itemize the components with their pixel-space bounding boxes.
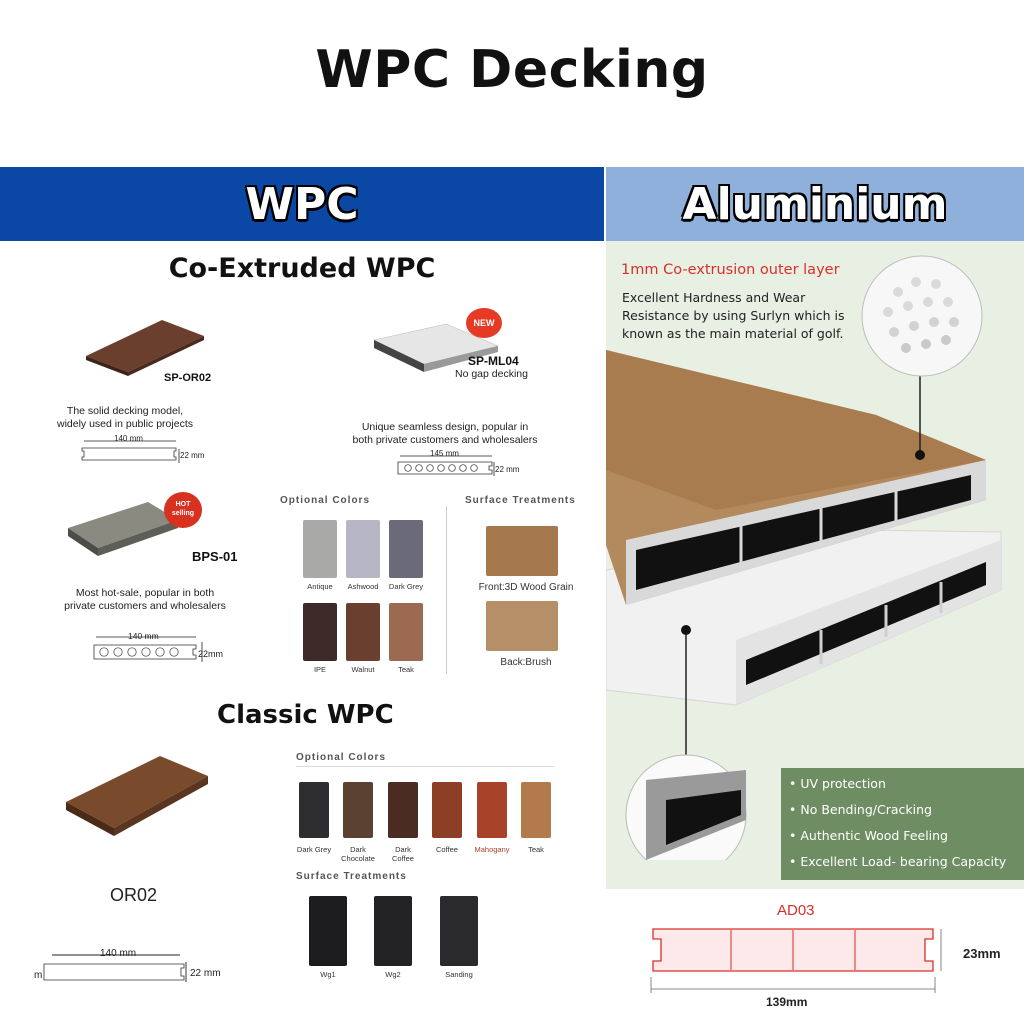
classic-swatch-dark-grey xyxy=(299,782,329,838)
features-box: • UV protection • No Bending/Cracking • … xyxy=(781,768,1024,880)
divider xyxy=(296,766,554,767)
aluminium-header: Aluminium xyxy=(606,167,1024,241)
surface-swatch-wg1 xyxy=(309,896,347,966)
color-name: Ashwood xyxy=(347,582,379,591)
wpc-header: WPC xyxy=(0,167,604,241)
sp-or02-board-image xyxy=(86,320,204,376)
profile-width: 139mm xyxy=(766,995,808,1009)
classic-swatch-mahogany xyxy=(477,782,507,838)
sp-ml04-dimension-drawing: 145 mm 22 mm xyxy=(396,449,536,480)
aluminium-board-image xyxy=(606,350,1002,860)
color-name: Walnut xyxy=(351,665,375,674)
co-extruded-optional-colors-title: Optional Colors xyxy=(280,495,370,506)
classic-swatch-dark-coffee xyxy=(388,782,418,838)
color-name: Dark Grey xyxy=(296,845,332,854)
co-extrusion-layer-description: Excellent Hardness and Wear Resistance b… xyxy=(622,290,845,341)
sp-or02-label: SP-OR02 xyxy=(164,372,212,384)
color-swatch-antique xyxy=(303,520,337,578)
sp-ml04-description: Unique seamless design, popular in both … xyxy=(352,421,538,446)
color-swatch-dark-grey xyxy=(389,520,423,578)
color-name: Teak xyxy=(398,665,414,674)
surface-name: Wg1 xyxy=(320,970,336,979)
co-extruded-surface-treatments-title: Surface Treatments xyxy=(465,495,576,506)
divider xyxy=(446,506,447,674)
feature-item: • UV protection xyxy=(789,776,886,791)
sp-or02-description: The solid decking model, widely used in … xyxy=(57,405,193,430)
surface-swatch-3d-wood-grain xyxy=(486,526,558,576)
new-badge: NEW xyxy=(466,308,502,338)
classic-swatch-coffee xyxy=(432,782,462,838)
surface-swatch-sanding xyxy=(440,896,478,966)
bps-01-description: Most hot-sale, popular in both private c… xyxy=(64,587,226,612)
classic-wpc-title: Classic WPC xyxy=(217,700,394,730)
bps-01-dimension-drawing: 140 mm 22mm xyxy=(92,630,242,666)
color-swatch-ashwood xyxy=(346,520,380,578)
sp-ml04-sublabel: No gap decking xyxy=(455,368,528,380)
feature-item: • Authentic Wood Feeling xyxy=(789,828,948,843)
surface-swatch-brush xyxy=(486,601,558,651)
color-swatch-walnut xyxy=(346,603,380,661)
sp-or02-dimension-drawing: 140 mm 22 mm xyxy=(80,434,260,470)
color-name: Mahogany xyxy=(474,845,510,854)
color-swatch-teak xyxy=(389,603,423,661)
classic-dimension-drawing: 140 mm 22 mm m xyxy=(34,948,221,982)
hot-selling-badge: HOT selling xyxy=(164,492,202,528)
ad03-profile-drawing xyxy=(650,928,942,993)
feature-item: • No Bending/Cracking xyxy=(789,802,932,817)
page-title: WPC Decking xyxy=(315,40,709,100)
golf-ball-image xyxy=(861,255,983,377)
classic-optional-colors-title: Optional Colors xyxy=(296,752,386,763)
color-name: Dark Grey xyxy=(388,582,424,591)
surface-name: Back:Brush xyxy=(500,657,552,668)
color-name: Coffee xyxy=(436,845,458,854)
classic-swatch-dark-chocolate xyxy=(343,782,373,838)
surface-name: Wg2 xyxy=(385,970,401,979)
bps-01-board-image xyxy=(68,502,178,556)
profile-height: 23mm xyxy=(963,946,1001,961)
feature-item: • Excellent Load- bearing Capacity xyxy=(789,854,1007,869)
color-name: Antique xyxy=(307,582,333,591)
classic-surface-treatments-title: Surface Treatments xyxy=(296,871,407,882)
classic-model-label: OR02 xyxy=(110,885,158,905)
color-swatch-ipe xyxy=(303,603,337,661)
co-extruded-title: Co-Extruded WPC xyxy=(168,253,436,284)
color-name: IPE xyxy=(313,665,327,674)
classic-swatch-teak xyxy=(521,782,551,838)
surface-name: Sanding xyxy=(445,970,473,979)
classic-or02-board-image xyxy=(66,756,208,836)
sp-ml04-board-image xyxy=(373,323,499,372)
bps-01-label: BPS-01 xyxy=(192,549,238,564)
color-name: Teak xyxy=(528,845,544,854)
sp-ml04-label: SP-ML04 xyxy=(468,354,519,368)
surface-swatch-wg2 xyxy=(374,896,412,966)
co-extrusion-layer-title: 1mm Co-extrusion outer layer xyxy=(621,262,840,278)
profile-label: AD03 xyxy=(777,902,815,919)
surface-name: Front:3D Wood Grain xyxy=(478,582,574,593)
